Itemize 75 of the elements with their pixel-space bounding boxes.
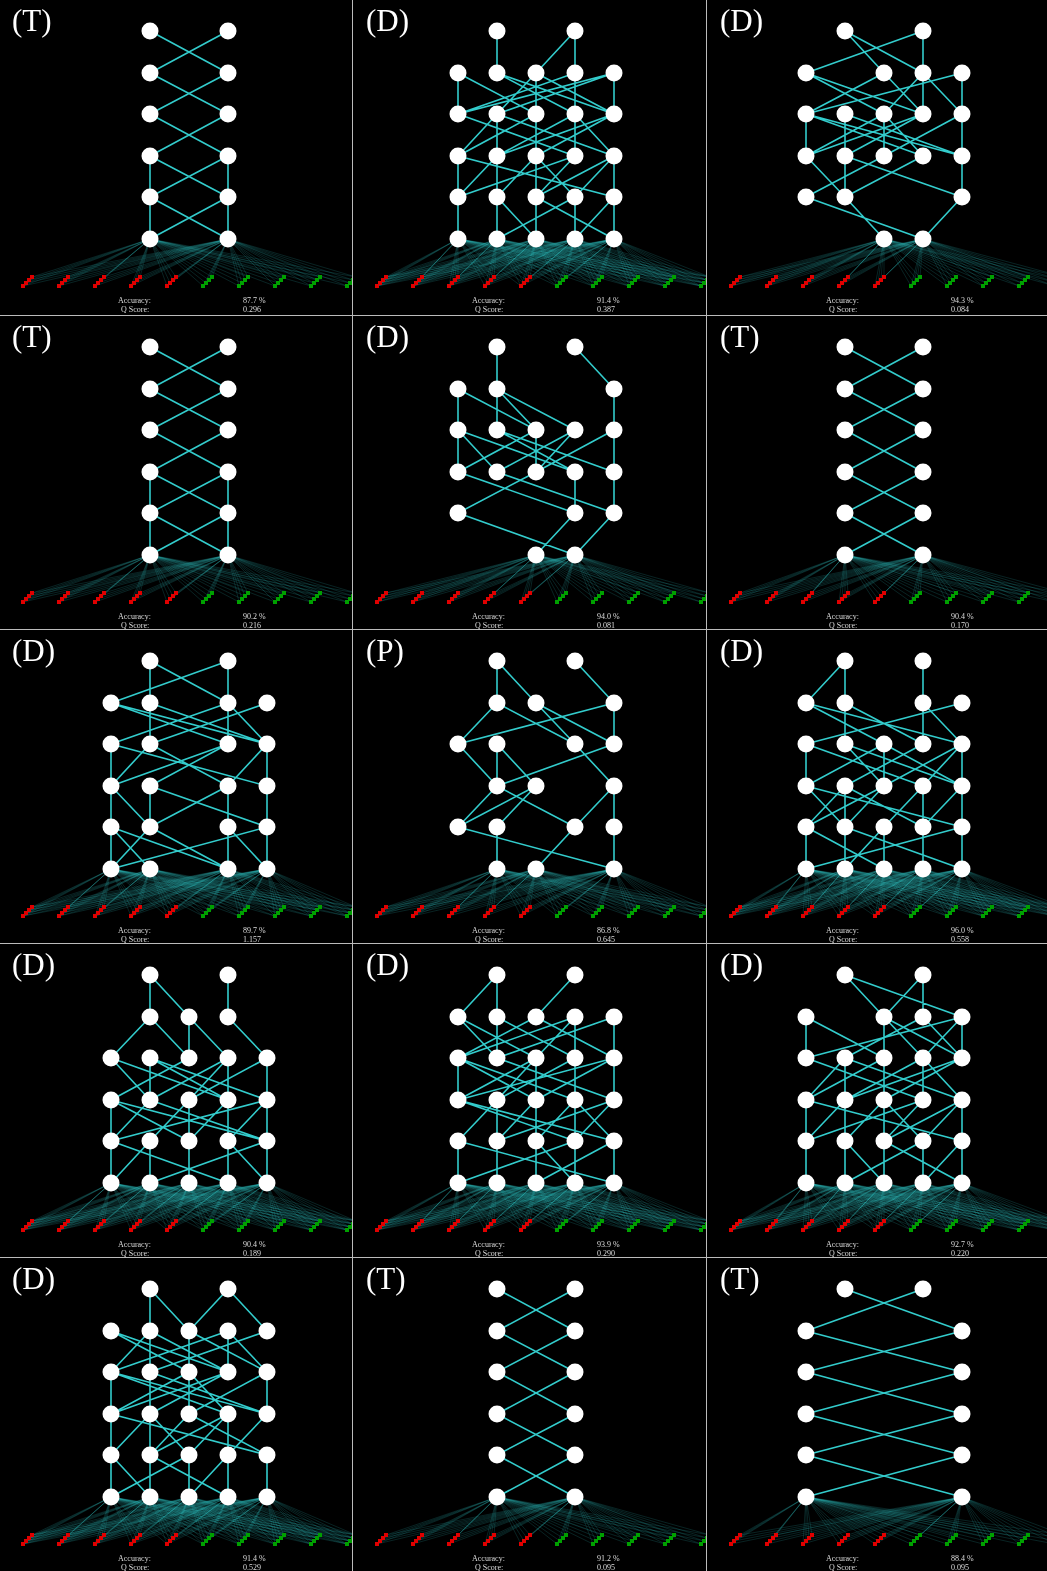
q-score-value: 0.216	[243, 621, 261, 629]
accuracy-value: 90.2 %	[243, 612, 266, 621]
accuracy-value: 89.7 %	[243, 926, 266, 935]
panel-label: (D)	[720, 633, 764, 669]
accuracy-value: 90.4 %	[243, 1240, 266, 1249]
q-score-label: Q Score:	[475, 621, 504, 629]
accuracy-value: 91.2 %	[597, 1554, 620, 1563]
q-score-value: 0.296	[243, 305, 261, 313]
q-score-value: 0.529	[243, 1563, 261, 1571]
panel-label: (T)	[12, 3, 52, 39]
panel-label: (T)	[12, 319, 52, 355]
accuracy-value: 91.4 %	[243, 1554, 266, 1563]
q-score-label: Q Score:	[829, 1563, 858, 1571]
accuracy-label: Accuracy:	[826, 1554, 859, 1563]
q-score-label: Q Score:	[475, 1563, 504, 1571]
panel-label: (D)	[366, 947, 410, 983]
q-score-label: Q Score:	[475, 935, 504, 943]
accuracy-value: 86.8 %	[597, 926, 620, 935]
accuracy-label: Accuracy:	[472, 926, 505, 935]
accuracy-label: Accuracy:	[472, 296, 505, 305]
accuracy-label: Accuracy:	[118, 1554, 151, 1563]
panel-label: (T)	[720, 319, 760, 355]
q-score-label: Q Score:	[475, 305, 504, 313]
accuracy-label: Accuracy:	[472, 1554, 505, 1563]
panel-label: (D)	[12, 1261, 56, 1297]
panel-label: (D)	[12, 947, 56, 983]
accuracy-value: 88.4 %	[951, 1554, 974, 1563]
q-score-value: 0.290	[597, 1249, 615, 1257]
accuracy-label: Accuracy:	[118, 296, 151, 305]
accuracy-value: 94.3 %	[951, 296, 974, 305]
accuracy-label: Accuracy:	[472, 1240, 505, 1249]
accuracy-label: Accuracy:	[826, 1240, 859, 1249]
panel-label: (D)	[720, 3, 764, 39]
q-score-value: 0.645	[597, 935, 615, 943]
accuracy-value: 93.9 %	[597, 1240, 620, 1249]
q-score-value: 0.558	[951, 935, 969, 943]
accuracy-value: 96.0 %	[951, 926, 974, 935]
q-score-label: Q Score:	[121, 1563, 150, 1571]
panel-label: (D)	[366, 3, 410, 39]
q-score-label: Q Score:	[121, 305, 150, 313]
accuracy-label: Accuracy:	[826, 926, 859, 935]
q-score-label: Q Score:	[121, 621, 150, 629]
panel-label: (D)	[12, 633, 56, 669]
q-score-value: 0.081	[597, 621, 615, 629]
panel-label: (D)	[366, 319, 410, 355]
accuracy-label: Accuracy:	[826, 296, 859, 305]
q-score-label: Q Score:	[121, 1249, 150, 1257]
accuracy-label: Accuracy:	[118, 926, 151, 935]
q-score-label: Q Score:	[829, 621, 858, 629]
accuracy-value: 92.7 %	[951, 1240, 974, 1249]
accuracy-value: 91.4 %	[597, 296, 620, 305]
panel-label: (T)	[366, 1261, 406, 1297]
q-score-value: 0.189	[243, 1249, 261, 1257]
accuracy-label: Accuracy:	[472, 612, 505, 621]
accuracy-value: 87.7 %	[243, 296, 266, 305]
accuracy-value: 90.4 %	[951, 612, 974, 621]
q-score-value: 0.095	[597, 1563, 615, 1571]
q-score-value: 1.157	[243, 935, 261, 943]
q-score-label: Q Score:	[829, 1249, 858, 1257]
q-score-label: Q Score:	[475, 1249, 504, 1257]
q-score-value: 0.387	[597, 305, 615, 313]
accuracy-label: Accuracy:	[826, 612, 859, 621]
q-score-label: Q Score:	[121, 935, 150, 943]
q-score-value: 0.220	[951, 1249, 969, 1257]
q-score-value: 0.170	[951, 621, 969, 629]
accuracy-value: 94.0 %	[597, 612, 620, 621]
panel-label: (P)	[366, 633, 404, 669]
q-score-label: Q Score:	[829, 935, 858, 943]
accuracy-label: Accuracy:	[118, 612, 151, 621]
accuracy-label: Accuracy:	[118, 1240, 151, 1249]
q-score-label: Q Score:	[829, 305, 858, 313]
q-score-value: 0.084	[951, 305, 969, 313]
panel-label: (D)	[720, 947, 764, 983]
panel-label: (T)	[720, 1261, 760, 1297]
q-score-value: 0.095	[951, 1563, 969, 1571]
